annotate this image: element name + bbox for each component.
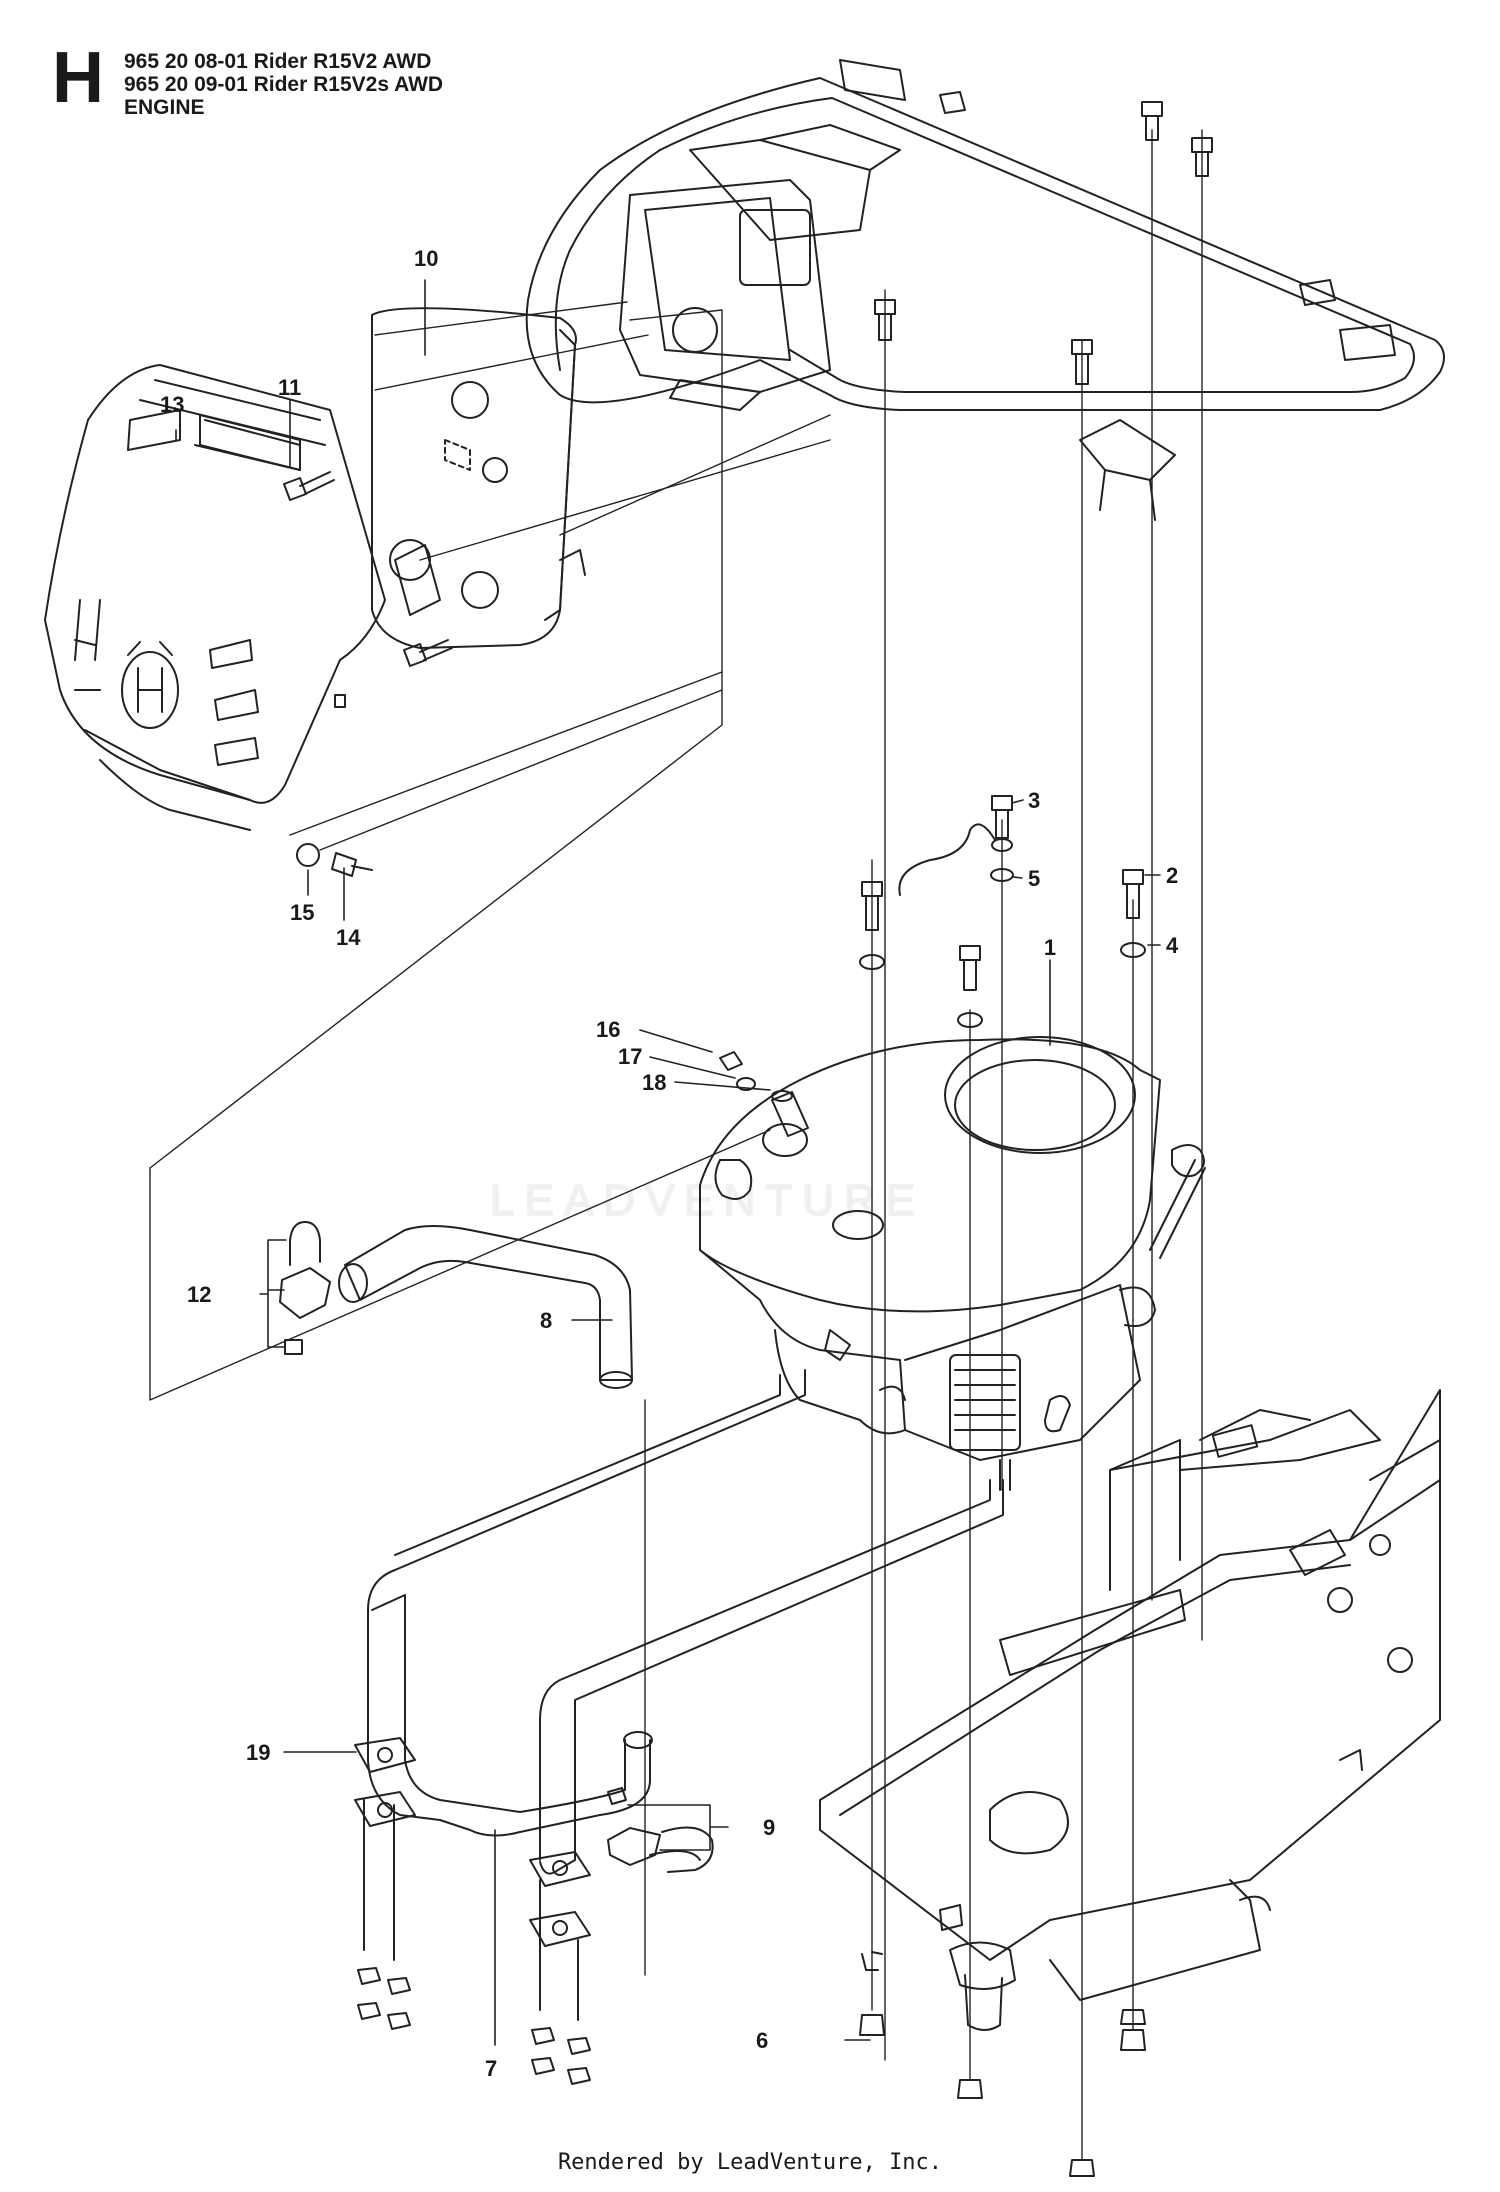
watermark-text: LEADVENTURE: [490, 1176, 925, 1225]
callout-19: 19: [246, 1740, 270, 1765]
callout-13: 13: [160, 392, 184, 417]
part-8-exhaust-pipe: [338, 1225, 633, 1389]
part-7-exhaust-manifold: [367, 1369, 1004, 1875]
callout-1: 1: [1044, 935, 1056, 960]
part-9-clamp: [607, 1787, 714, 1873]
callout-7: 7: [485, 2056, 497, 2081]
callout-6: 6: [756, 2028, 768, 2053]
callout-leaders: [175, 279, 1161, 2046]
callout-15: 15: [290, 900, 314, 925]
callout-8: 8: [540, 1308, 552, 1333]
callout-14: 14: [336, 925, 361, 950]
header-text: 965 20 08-01 Rider R15V2 AWD 965 20 09-0…: [124, 50, 443, 119]
part-17-washer: [736, 1077, 756, 1091]
assembly-lines: [149, 129, 1203, 2161]
footer-credit: Rendered by LeadVenture, Inc.: [557, 2150, 943, 2175]
part-13-engine-cover: [44, 364, 386, 831]
frame-assembly: [525, 59, 1445, 521]
part-6-nuts: [859, 1951, 1146, 2177]
section-letter: H: [52, 38, 104, 118]
part-19-gaskets: [354, 1737, 591, 1947]
model-line-2: 965 20 09-01 Rider R15V2s AWD: [124, 73, 444, 96]
callout-12: 12: [187, 1282, 211, 1307]
part-12-clamp: [279, 1221, 331, 1355]
engine-mount-bolts: [861, 101, 1213, 991]
callout-labels: 1 2 3 4 5 6 7 8 9 10 11 12 13 14 15 16 1…: [160, 246, 1179, 2081]
part-1-engine: [699, 1036, 1206, 1491]
part-10-muffler-shield: [371, 307, 586, 649]
callout-5: 5: [1028, 866, 1040, 891]
callout-3: 3: [1028, 788, 1040, 813]
callout-4: 4: [1166, 933, 1179, 958]
callout-11: 11: [278, 375, 301, 400]
part-11-bolts: [283, 471, 453, 667]
exhaust-nuts: [357, 1799, 591, 2085]
callout-2: 2: [1166, 863, 1178, 888]
part-14-bolt: [331, 852, 373, 877]
model-line-1: 965 20 08-01 Rider R15V2 AWD: [124, 50, 432, 73]
callout-18: 18: [642, 1070, 666, 1095]
callout-16: 16: [596, 1017, 620, 1042]
ground-wire: [898, 823, 996, 896]
callout-10: 10: [414, 246, 438, 271]
part-16-bolt: [719, 1051, 743, 1071]
part-18-spacer: [771, 1090, 809, 1137]
part-15-washer: [296, 843, 320, 867]
part-5-washer: [990, 838, 1014, 882]
section-title: ENGINE: [124, 96, 205, 119]
lower-chassis: [819, 1389, 1441, 2031]
part-4-washer: [859, 942, 1146, 1028]
callout-17: 17: [618, 1044, 642, 1069]
part-2-bolt: [1122, 869, 1144, 919]
callout-9: 9: [763, 1815, 775, 1840]
